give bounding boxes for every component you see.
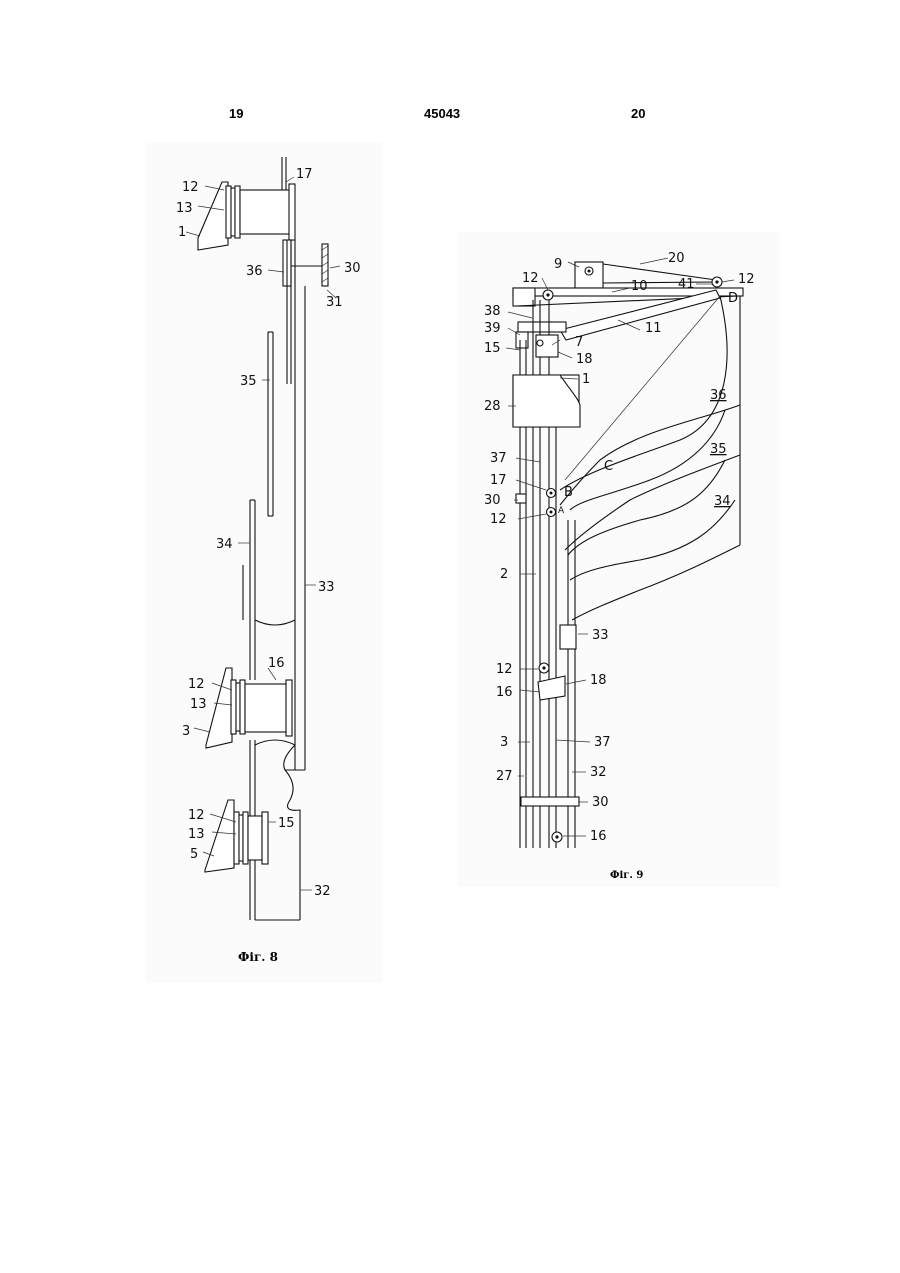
fig9-label-32: 32 <box>590 765 607 780</box>
fig9-label-B: B <box>564 485 573 500</box>
fig9-label-38: 38 <box>484 304 501 319</box>
fig9-label-27: 27 <box>496 769 513 784</box>
fig9-label-10: 10 <box>631 279 648 294</box>
fig9-label-17: 17 <box>490 473 507 488</box>
fig9-brace-11 <box>560 290 720 340</box>
fig9-label-39: 39 <box>484 321 501 336</box>
fig9-label-33: 33 <box>592 628 609 643</box>
fig9-label-18a: 18 <box>576 352 593 367</box>
fig9-label-36: 36 <box>710 388 727 403</box>
fig9-label-15: 15 <box>484 341 501 356</box>
fig9-label-2: 2 <box>500 567 508 582</box>
fig9-sails <box>560 296 740 620</box>
fig9-label-D: D <box>728 291 738 306</box>
fig9-label-12b: 12 <box>738 272 755 287</box>
fig9-label-35: 35 <box>710 442 727 457</box>
fig9-label-11: 11 <box>645 321 662 336</box>
fig9-label-30a: 30 <box>484 493 501 508</box>
fig9-label-12d: 12 <box>496 662 513 677</box>
fig9-label-28: 28 <box>484 399 501 414</box>
fig9-label-7: 7 <box>575 335 583 350</box>
fig9-label-18b: 18 <box>590 673 607 688</box>
fig9-label-16b: 16 <box>590 829 607 844</box>
fig9-label-41: 41 <box>678 277 695 292</box>
fig9-label-37a: 37 <box>490 451 507 466</box>
fig9-label-12a: 12 <box>522 271 539 286</box>
fig9-caption: Фіг. 9 <box>610 870 643 881</box>
fig9-label-3: 3 <box>500 735 508 750</box>
fig9-label-9: 9 <box>554 257 562 272</box>
fig9-label-37b: 37 <box>594 735 611 750</box>
fig9-label-30b: 30 <box>592 795 609 810</box>
fig9-label-16a: 16 <box>496 685 513 700</box>
fig9-label-34: 34 <box>714 494 731 509</box>
fig9-label-12c: 12 <box>490 512 507 527</box>
fig9-label-20: 20 <box>668 251 685 266</box>
fig9-label-1: 1 <box>582 372 590 387</box>
fig9-label-C: C <box>604 459 613 474</box>
fig9-label-A: A <box>558 506 565 516</box>
